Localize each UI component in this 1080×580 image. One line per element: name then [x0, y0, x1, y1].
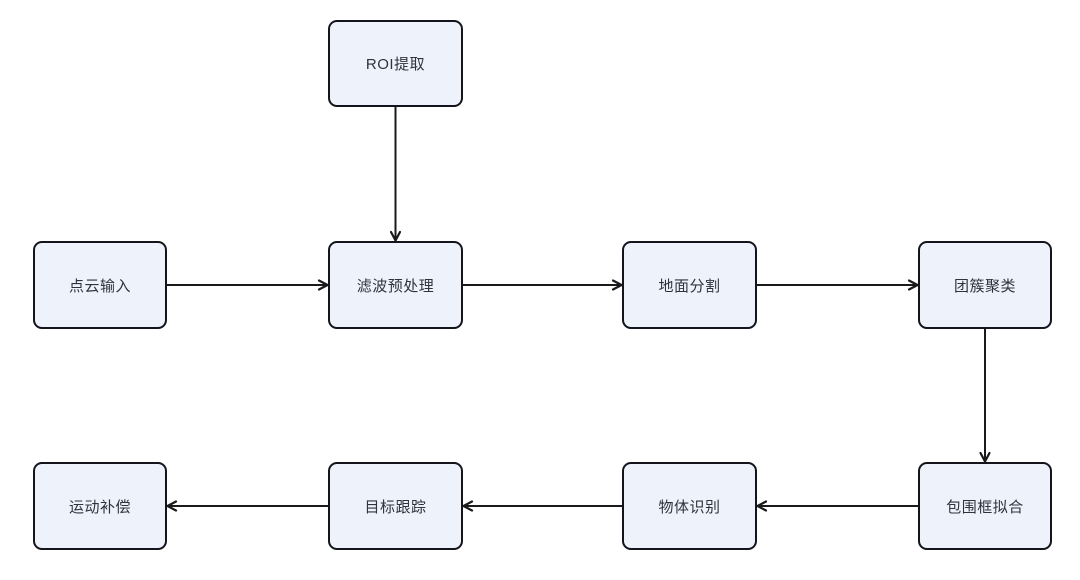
node-label-track: 目标跟踪 — [364, 498, 427, 516]
node-label-object: 物体识别 — [658, 498, 721, 516]
node-label-ground: 地面分割 — [658, 277, 721, 295]
node-ground: 地面分割 — [622, 241, 757, 329]
node-label-motion: 运动补偿 — [68, 498, 131, 516]
node-label-filter: 滤波预处理 — [356, 277, 435, 295]
node-label-roi: ROI提取 — [365, 56, 426, 73]
edge-group — [166, 107, 991, 512]
node-bbox: 包围框拟合 — [918, 462, 1052, 550]
node-cluster: 团簇聚类 — [918, 241, 1052, 329]
node-label-cluster: 团簇聚类 — [953, 277, 1016, 295]
node-label-bbox: 包围框拟合 — [946, 498, 1024, 516]
node-track: 目标跟踪 — [328, 462, 463, 550]
node-filter: 滤波预处理 — [328, 241, 463, 329]
node-motion: 运动补偿 — [33, 462, 167, 550]
node-roi: ROI提取 — [328, 20, 463, 107]
node-label-input: 点云输入 — [68, 277, 131, 295]
node-object: 物体识别 — [622, 462, 757, 550]
node-input: 点云输入 — [33, 241, 167, 329]
